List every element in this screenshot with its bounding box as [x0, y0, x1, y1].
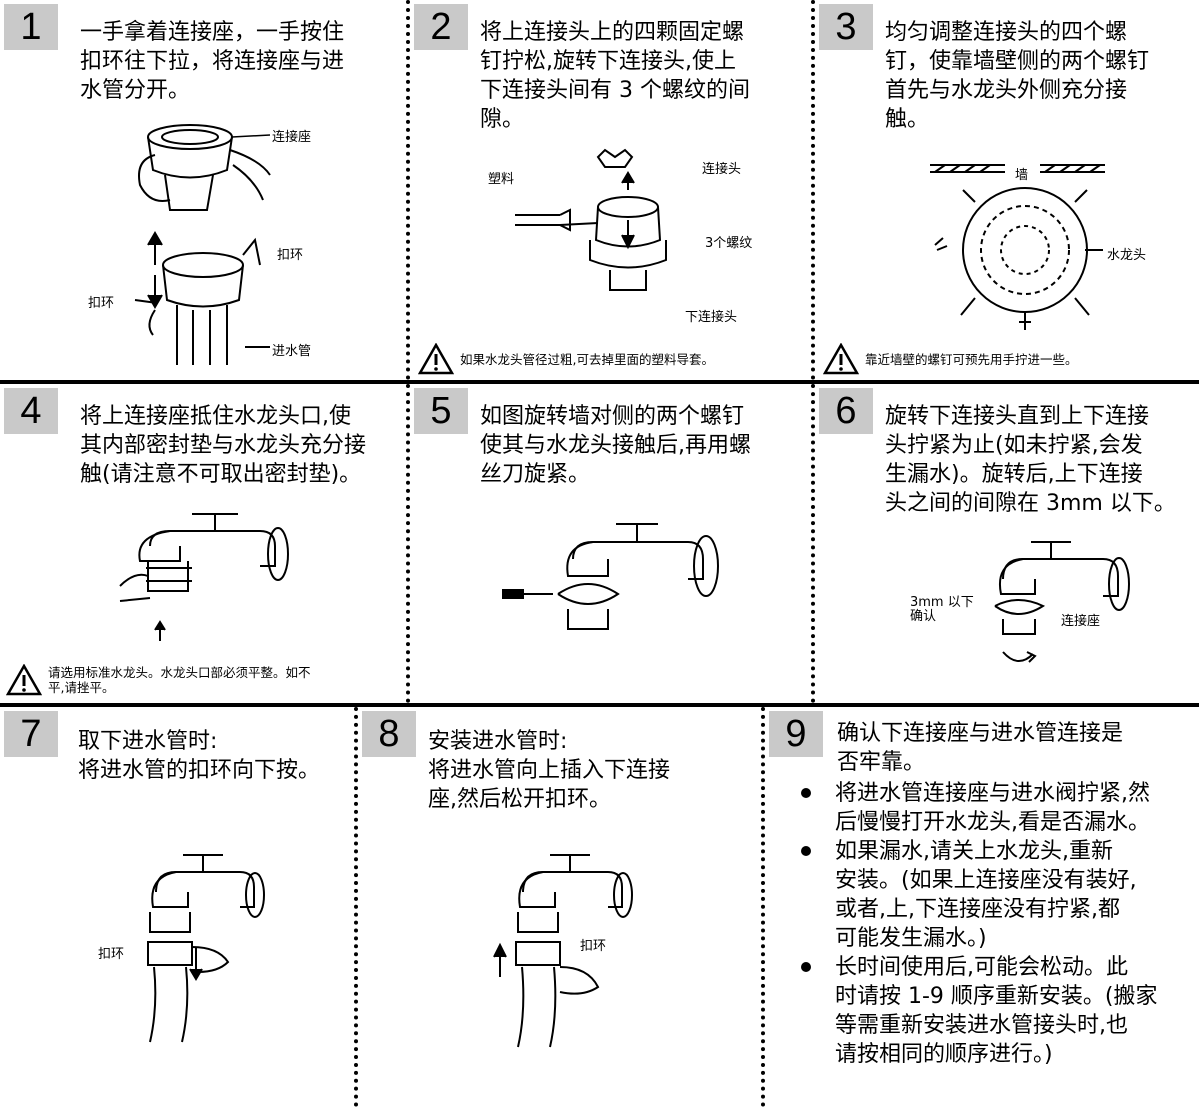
step-text: 旋转下连接头直到上下连接 头拧紧为止(如未拧紧,会发 生漏水)。旋转后,上下连接…	[885, 404, 1176, 516]
label-connector: 连接座	[272, 130, 312, 145]
connector-separation-illustration	[95, 115, 335, 370]
faucet-screwdriver-illustration	[498, 514, 728, 644]
step-text: 将上连接座抵住水龙头口,使 其内部密封垫与水龙头充分接 触(请注意不可取出密封垫…	[80, 404, 367, 487]
bullet-icon	[801, 788, 811, 798]
faucet-press-illustration	[110, 506, 300, 646]
step-number: 1	[4, 4, 58, 50]
label-connector: 连接头	[702, 162, 742, 177]
step-text: 确认下连接座与进水管连接是 否牢靠。	[837, 721, 1124, 775]
faucet-tighten-illustration	[973, 534, 1133, 679]
step-4-panel: 4 将上连接座抵住水龙头口,使 其内部密封垫与水龙头充分接 触(请注意不可取出密…	[0, 384, 404, 703]
warning-text: 靠近墙壁的螺钉可预先用手拧进一些。	[865, 351, 1078, 367]
list-item-text: 将进水管连接座与进水阀拧紧,然 后慢慢打开水龙头,看是否漏水。	[835, 781, 1150, 835]
step-number: 9	[769, 711, 823, 757]
column-divider	[761, 707, 765, 1107]
step-number: 5	[414, 388, 468, 434]
step-2-panel: 2 将上连接头上的四颗固定螺 钉拧松,旋转下连接头,使上 下连接头间有 3 个螺…	[410, 0, 810, 380]
row-divider-1	[0, 380, 1199, 384]
column-divider	[811, 0, 815, 380]
column-divider	[406, 384, 410, 703]
warning-text: 如果水龙头管径过粗,可去掉里面的塑料导套。	[460, 351, 714, 367]
warning-note: 如果水龙头管径过粗,可去掉里面的塑料导套。	[418, 343, 714, 375]
step-1-panel: 1 一手拿着连接座，一手按住 扣环往下拉，将连接座与进 水管分开。	[0, 0, 404, 380]
label-ring: 扣环	[98, 947, 125, 962]
label-ring: 扣环	[277, 248, 304, 263]
label-gap-check: 3mm 以下 确认	[910, 595, 974, 624]
label-wall: 墙	[1015, 168, 1029, 183]
step-number: 4	[4, 388, 58, 434]
step-7-panel: 7 取下进水管时: 将进水管的扣环向下按。 扣环	[0, 707, 352, 1107]
connector-threads-illustration	[510, 145, 710, 315]
step-number: 8	[362, 711, 416, 757]
column-divider	[406, 0, 410, 380]
step-6-panel: 6 旋转下连接头直到上下连接 头拧紧为止(如未拧紧,会发 生漏水)。旋转后,上下…	[815, 384, 1199, 703]
list-item: 将进水管连接座与进水阀拧紧,然 后慢慢打开水龙头,看是否漏水。	[795, 779, 1195, 837]
step-text: 取下进水管时: 将进水管的扣环向下按。	[78, 729, 321, 783]
label-threads: 3个螺纹	[705, 236, 753, 251]
label-plastic: 塑料	[488, 172, 515, 187]
bullet-icon	[801, 962, 811, 972]
label-ring: 扣环	[580, 939, 607, 954]
label-hose: 进水管	[272, 344, 312, 359]
step-number: 3	[819, 4, 873, 50]
step-text: 均匀调整连接头的四个螺 钉，使靠墙壁侧的两个螺钉 首先与水龙头外侧充分接 触。	[885, 20, 1150, 132]
warning-note: 靠近墙壁的螺钉可预先用手拧进一些。	[823, 343, 1078, 375]
column-divider	[354, 707, 358, 1107]
list-item-text: 长时间使用后,可能会松动。此 时请按 1-9 顺序重新安装。(搬家 等需重新安装…	[835, 955, 1158, 1067]
row-divider-2	[0, 703, 1199, 707]
list-item: 如果漏水,请关上水龙头,重新 安装。(如果上连接座没有装好, 或者,上,下连接座…	[795, 837, 1195, 953]
step-number: 7	[4, 711, 58, 757]
list-item-text: 如果漏水,请关上水龙头,重新 安装。(如果上连接座没有装好, 或者,上,下连接座…	[835, 839, 1137, 951]
step-text: 一手拿着连接座，一手按住 扣环往下拉，将连接座与进 水管分开。	[80, 20, 345, 103]
column-divider	[811, 384, 815, 703]
step-text: 将上连接头上的四颗固定螺 钉拧松,旋转下连接头,使上 下连接头间有 3 个螺纹的…	[480, 20, 750, 132]
step-number: 6	[819, 388, 873, 434]
label-ring: 扣环	[88, 296, 115, 311]
list-item: 长时间使用后,可能会松动。此 时请按 1-9 顺序重新安装。(搬家 等需重新安装…	[795, 953, 1195, 1069]
label-connector: 连接座	[1061, 614, 1101, 629]
step-number: 2	[414, 4, 468, 50]
step-text: 如图旋转墙对侧的两个螺钉 使其与水龙头接触后,再用螺 丝刀旋紧。	[480, 404, 751, 487]
warning-note: 请选用标准水龙头。水龙头口部必须平整。如不 平,请挫平。	[6, 664, 311, 696]
hose-removal-illustration	[128, 847, 268, 1047]
warning-icon	[6, 664, 42, 696]
warning-icon	[823, 343, 859, 375]
bullet-list: 将进水管连接座与进水阀拧紧,然 后慢慢打开水龙头,看是否漏水。 如果漏水,请关上…	[795, 779, 1195, 1069]
label-lower-connector: 下连接头	[685, 310, 738, 325]
connector-top-view-illustration	[915, 150, 1135, 340]
warning-icon	[418, 343, 454, 375]
step-9-panel: 9 确认下连接座与进水管连接是 否牢靠。 将进水管连接座与进水阀拧紧,然 后慢慢…	[765, 707, 1199, 1107]
step-3-panel: 3 均匀调整连接头的四个螺 钉，使靠墙壁侧的两个螺钉 首先与水龙头外侧充分接 触…	[815, 0, 1199, 380]
step-text: 安装进水管时: 将进水管向上插入下连接 座,然后松开扣环。	[428, 729, 671, 812]
step-8-panel: 8 安装进水管时: 将进水管向上插入下连接 座,然后松开扣环。 扣环	[358, 707, 758, 1107]
hose-install-illustration	[488, 847, 638, 1052]
warning-text: 请选用标准水龙头。水龙头口部必须平整。如不 平,请挫平。	[48, 665, 311, 695]
step-5-panel: 5 如图旋转墙对侧的两个螺钉 使其与水龙头接触后,再用螺 丝刀旋紧。	[410, 384, 810, 703]
bullet-icon	[801, 846, 811, 856]
label-faucet: 水龙头	[1107, 248, 1147, 263]
